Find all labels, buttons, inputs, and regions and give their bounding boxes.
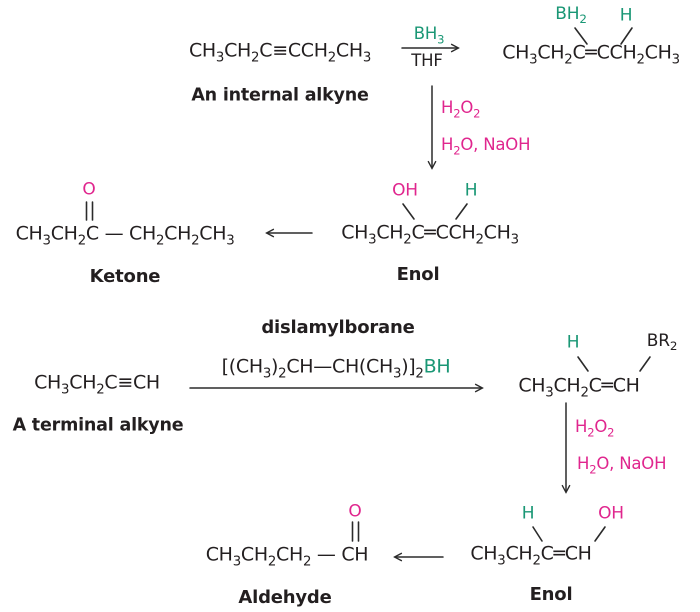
internal-alkyne-label: An internal alkyne xyxy=(191,85,369,106)
solvent-thf-label: THF xyxy=(411,50,443,70)
bond-h-carbon-3 xyxy=(577,356,589,372)
bh2-substituent-label: BH2 xyxy=(555,3,587,27)
enol1-formula: CH3CH2C═CCH2CH3 xyxy=(341,221,519,248)
aldehyde-label: Aldehyde xyxy=(238,587,332,608)
enol1-label: Enol xyxy=(396,264,440,285)
enol1-h-label: H xyxy=(464,180,478,201)
terminal-alkyne-label: A terminal alkyne xyxy=(12,415,184,436)
workup-naoh-label-2: H2O, NaOH xyxy=(577,454,667,477)
reagent-main-part: [(CH3)2CH—CH(CH3)]2 xyxy=(221,355,424,382)
bond-bh2-carbon xyxy=(574,27,588,45)
h-substituent-label-2: H xyxy=(566,332,580,353)
bond-br2-carbon xyxy=(639,356,651,372)
workup-naoh-label-1: H2O, NaOH xyxy=(441,135,531,158)
h-substituent-label-1: H xyxy=(619,5,633,26)
bond-oh-carbon-1 xyxy=(402,203,415,220)
enol2-h-label: H xyxy=(521,503,535,524)
enol2-label: Enol xyxy=(529,584,573,605)
aldehyde-oxygen-label: O xyxy=(348,501,362,522)
disiamylborane-reagent: [(CH3)2CH—CH(CH3)]2BH xyxy=(222,357,451,380)
ketone-formula: CH3CH2C — CH2CH2CH3 xyxy=(15,222,235,249)
aldehyde-formula: CH3CH2CH2 — CH xyxy=(205,543,369,570)
bond-oh-carbon-2 xyxy=(594,526,606,542)
reagent-bh3-label: BH3 xyxy=(413,24,445,47)
enol2-oh-label: OH xyxy=(598,503,624,524)
disiamylborane-title: dislamylborane xyxy=(261,317,415,338)
bond-h-carbon-4 xyxy=(532,526,543,542)
enol2-formula: CH3CH2C═CH xyxy=(470,542,592,569)
reagent-bh-group: BH xyxy=(423,355,451,378)
internal-alkyne-formula: CH3CH2C≡CCH2CH3 xyxy=(188,39,372,66)
br2-substituent-label: BR2 xyxy=(646,330,678,354)
enol1-oh-label: OH xyxy=(392,180,418,201)
ketone-label: Ketone xyxy=(89,266,161,287)
bond-h-carbon-1 xyxy=(620,27,633,45)
bond-h-carbon-2 xyxy=(455,203,468,220)
terminal-alkyne-formula: CH3CH2C≡CH xyxy=(34,371,160,398)
oxidant-h2o2-label-1: H2O2 xyxy=(441,98,481,121)
vinylborane2-formula: CH3CH2C═CH xyxy=(518,374,640,401)
vinylborane1-formula: CH3CH2C═CCH2CH3 xyxy=(502,41,680,68)
ketone-oxygen-label: O xyxy=(82,179,96,200)
oxidant-h2o2-label-2: H2O2 xyxy=(575,417,615,440)
